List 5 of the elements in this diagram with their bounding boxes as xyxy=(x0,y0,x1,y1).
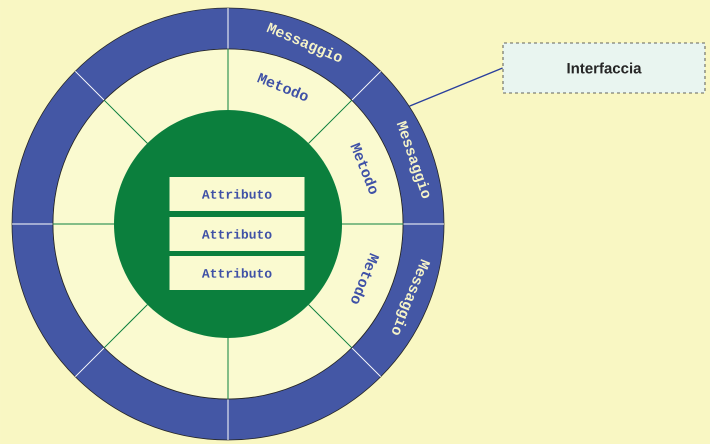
attribute-box: Attributo xyxy=(170,256,304,290)
attribute-box: Attributo xyxy=(170,217,304,251)
leader-line xyxy=(409,67,503,107)
interface-box: Interfaccia xyxy=(502,42,706,94)
attribute-box: Attributo xyxy=(170,177,304,211)
